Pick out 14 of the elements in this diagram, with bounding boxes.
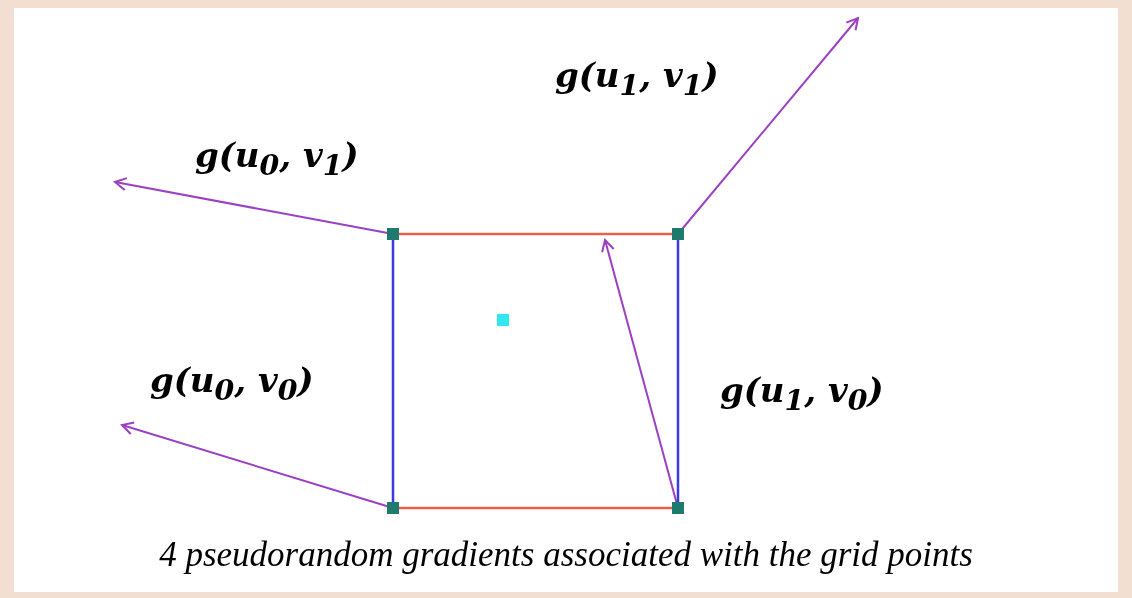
- grid-point: [387, 228, 399, 240]
- vector-label: g(u$_{0}$, v$_{0}$): [150, 360, 314, 407]
- grid-point: [672, 502, 684, 514]
- grid-point: [672, 228, 684, 240]
- vector-label: g(u$_{1}$, v$_{1}$): [555, 55, 719, 102]
- vector-label: g(u$_{0}$, v$_{1}$): [195, 135, 359, 182]
- sample-point: [497, 314, 509, 326]
- grid-line: [399, 232, 672, 236]
- vector-label: g(u$_{1}$, v$_{0}$): [720, 370, 884, 417]
- grid-point: [387, 502, 399, 514]
- grid-line: [391, 240, 395, 502]
- grid-line: [399, 506, 672, 510]
- grid-line: [676, 240, 680, 502]
- caption: 4 pseudorandom gradients associated with the grid points: [158, 535, 974, 575]
